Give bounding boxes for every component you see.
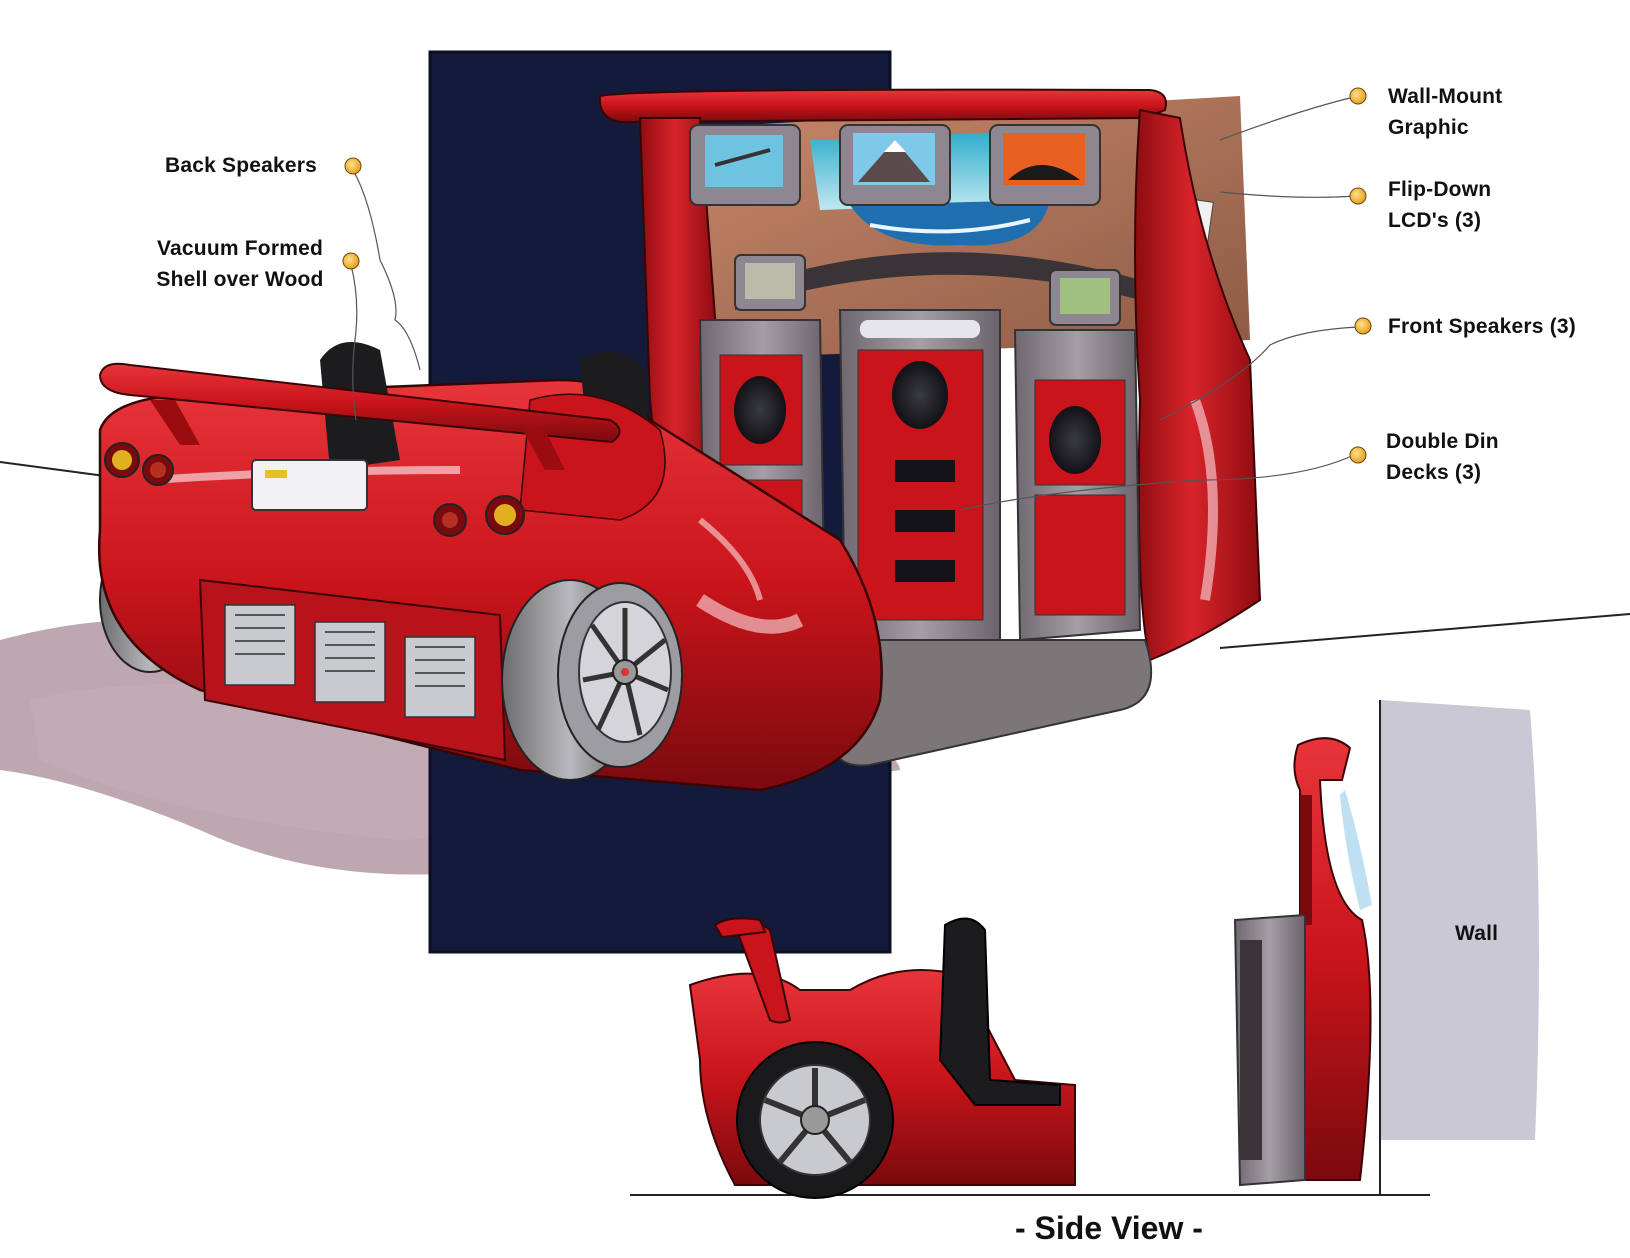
side-view-title: - Side View - xyxy=(1015,1210,1203,1246)
label-flip-down-line1: Flip-Down xyxy=(1388,178,1492,201)
label-wall-mount: Wall-Mount Graphic xyxy=(1388,81,1502,143)
label-vacuum-formed-line2: Shell over Wood xyxy=(156,268,324,291)
label-back-speakers: Back Speakers xyxy=(165,154,318,177)
label-vacuum-formed: Vacuum Formed Shell over Wood xyxy=(150,233,330,295)
label-double-din-line2: Decks (3) xyxy=(1386,461,1482,484)
label-flip-down: Flip-Down LCD's (3) xyxy=(1388,174,1491,236)
label-wall: Wall xyxy=(1455,922,1499,945)
label-flip-down-line2: LCD's (3) xyxy=(1388,209,1482,232)
label-front-speakers: Front Speakers (3) xyxy=(1388,315,1576,338)
label-double-din-line1: Double Din xyxy=(1386,430,1499,453)
double-din-decks xyxy=(895,460,955,582)
label-double-din: Double Din Decks (3) xyxy=(1386,426,1499,488)
callout-dots xyxy=(342,87,1372,464)
label-wall-mount-line1: Wall-Mount xyxy=(1388,85,1503,108)
side-view xyxy=(630,700,1539,1199)
label-wall-mount-line2: Graphic xyxy=(1388,116,1469,139)
race-car-seat xyxy=(97,342,883,792)
callout-leaders xyxy=(350,96,1360,511)
back-speakers xyxy=(224,604,476,718)
label-vacuum-formed-line1: Vacuum Formed xyxy=(157,237,323,260)
flip-down-lcds xyxy=(689,124,1101,206)
